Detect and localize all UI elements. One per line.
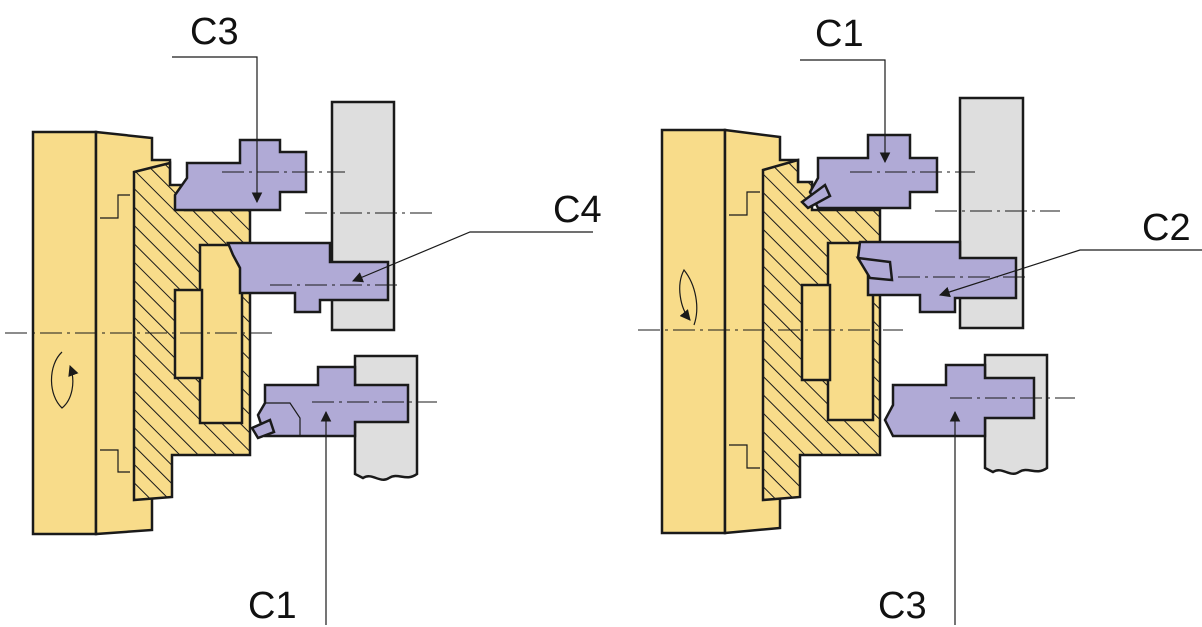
right-tool-middle-insert <box>855 256 894 282</box>
right-label-top: C1 <box>815 13 864 55</box>
left-label-right: C4 <box>553 189 602 231</box>
left-leader-c1: C1 <box>248 410 332 627</box>
left-leader-c3: C3 <box>172 11 263 204</box>
clockwise-arrow-icon <box>679 268 698 326</box>
left-label-bottom: C1 <box>248 585 297 627</box>
right-setup: C1 C2 C3 <box>638 13 1202 627</box>
left-tool-top <box>173 138 308 212</box>
left-label-top: C3 <box>190 11 239 53</box>
left-chuck-step-top <box>100 194 130 219</box>
right-centerlines <box>638 171 1075 399</box>
right-tool-top <box>808 133 939 210</box>
left-leader-c4: C4 <box>352 189 602 283</box>
right-leader-c1-line <box>800 59 891 164</box>
left-chuck-step-bottom <box>100 449 130 473</box>
left-setup: C3 C4 C1 <box>5 11 602 627</box>
right-leader-c1: C1 <box>800 13 891 164</box>
right-chuck-step-top <box>729 191 760 216</box>
right-chuck-step-bottom <box>729 444 760 469</box>
right-label-right: C2 <box>1142 207 1191 249</box>
left-workpiece-hub <box>173 288 204 380</box>
left-tool-middle <box>226 241 390 314</box>
right-label-bottom: C3 <box>878 585 927 627</box>
right-tool-bottom <box>883 363 1036 438</box>
left-centerlines <box>5 171 437 403</box>
left-leader-c3-line <box>172 56 263 204</box>
counterclockwise-arrow-icon <box>51 351 79 409</box>
right-workpiece-hub <box>800 283 832 382</box>
right-leader-c3: C3 <box>878 410 961 627</box>
right-chuck-plate <box>660 128 727 535</box>
right-leader-c2: C2 <box>938 207 1202 298</box>
right-tool-top-insert <box>800 183 832 210</box>
left-workpiece-core <box>173 243 244 425</box>
left-tool-bottom-insert-line <box>265 402 301 436</box>
left-workpiece-flange <box>198 243 244 425</box>
right-leader-c2-line <box>938 249 1202 298</box>
left-tool-bottom-insert <box>250 418 276 440</box>
left-leader-c4-line <box>352 231 593 283</box>
left-tools <box>173 138 410 440</box>
